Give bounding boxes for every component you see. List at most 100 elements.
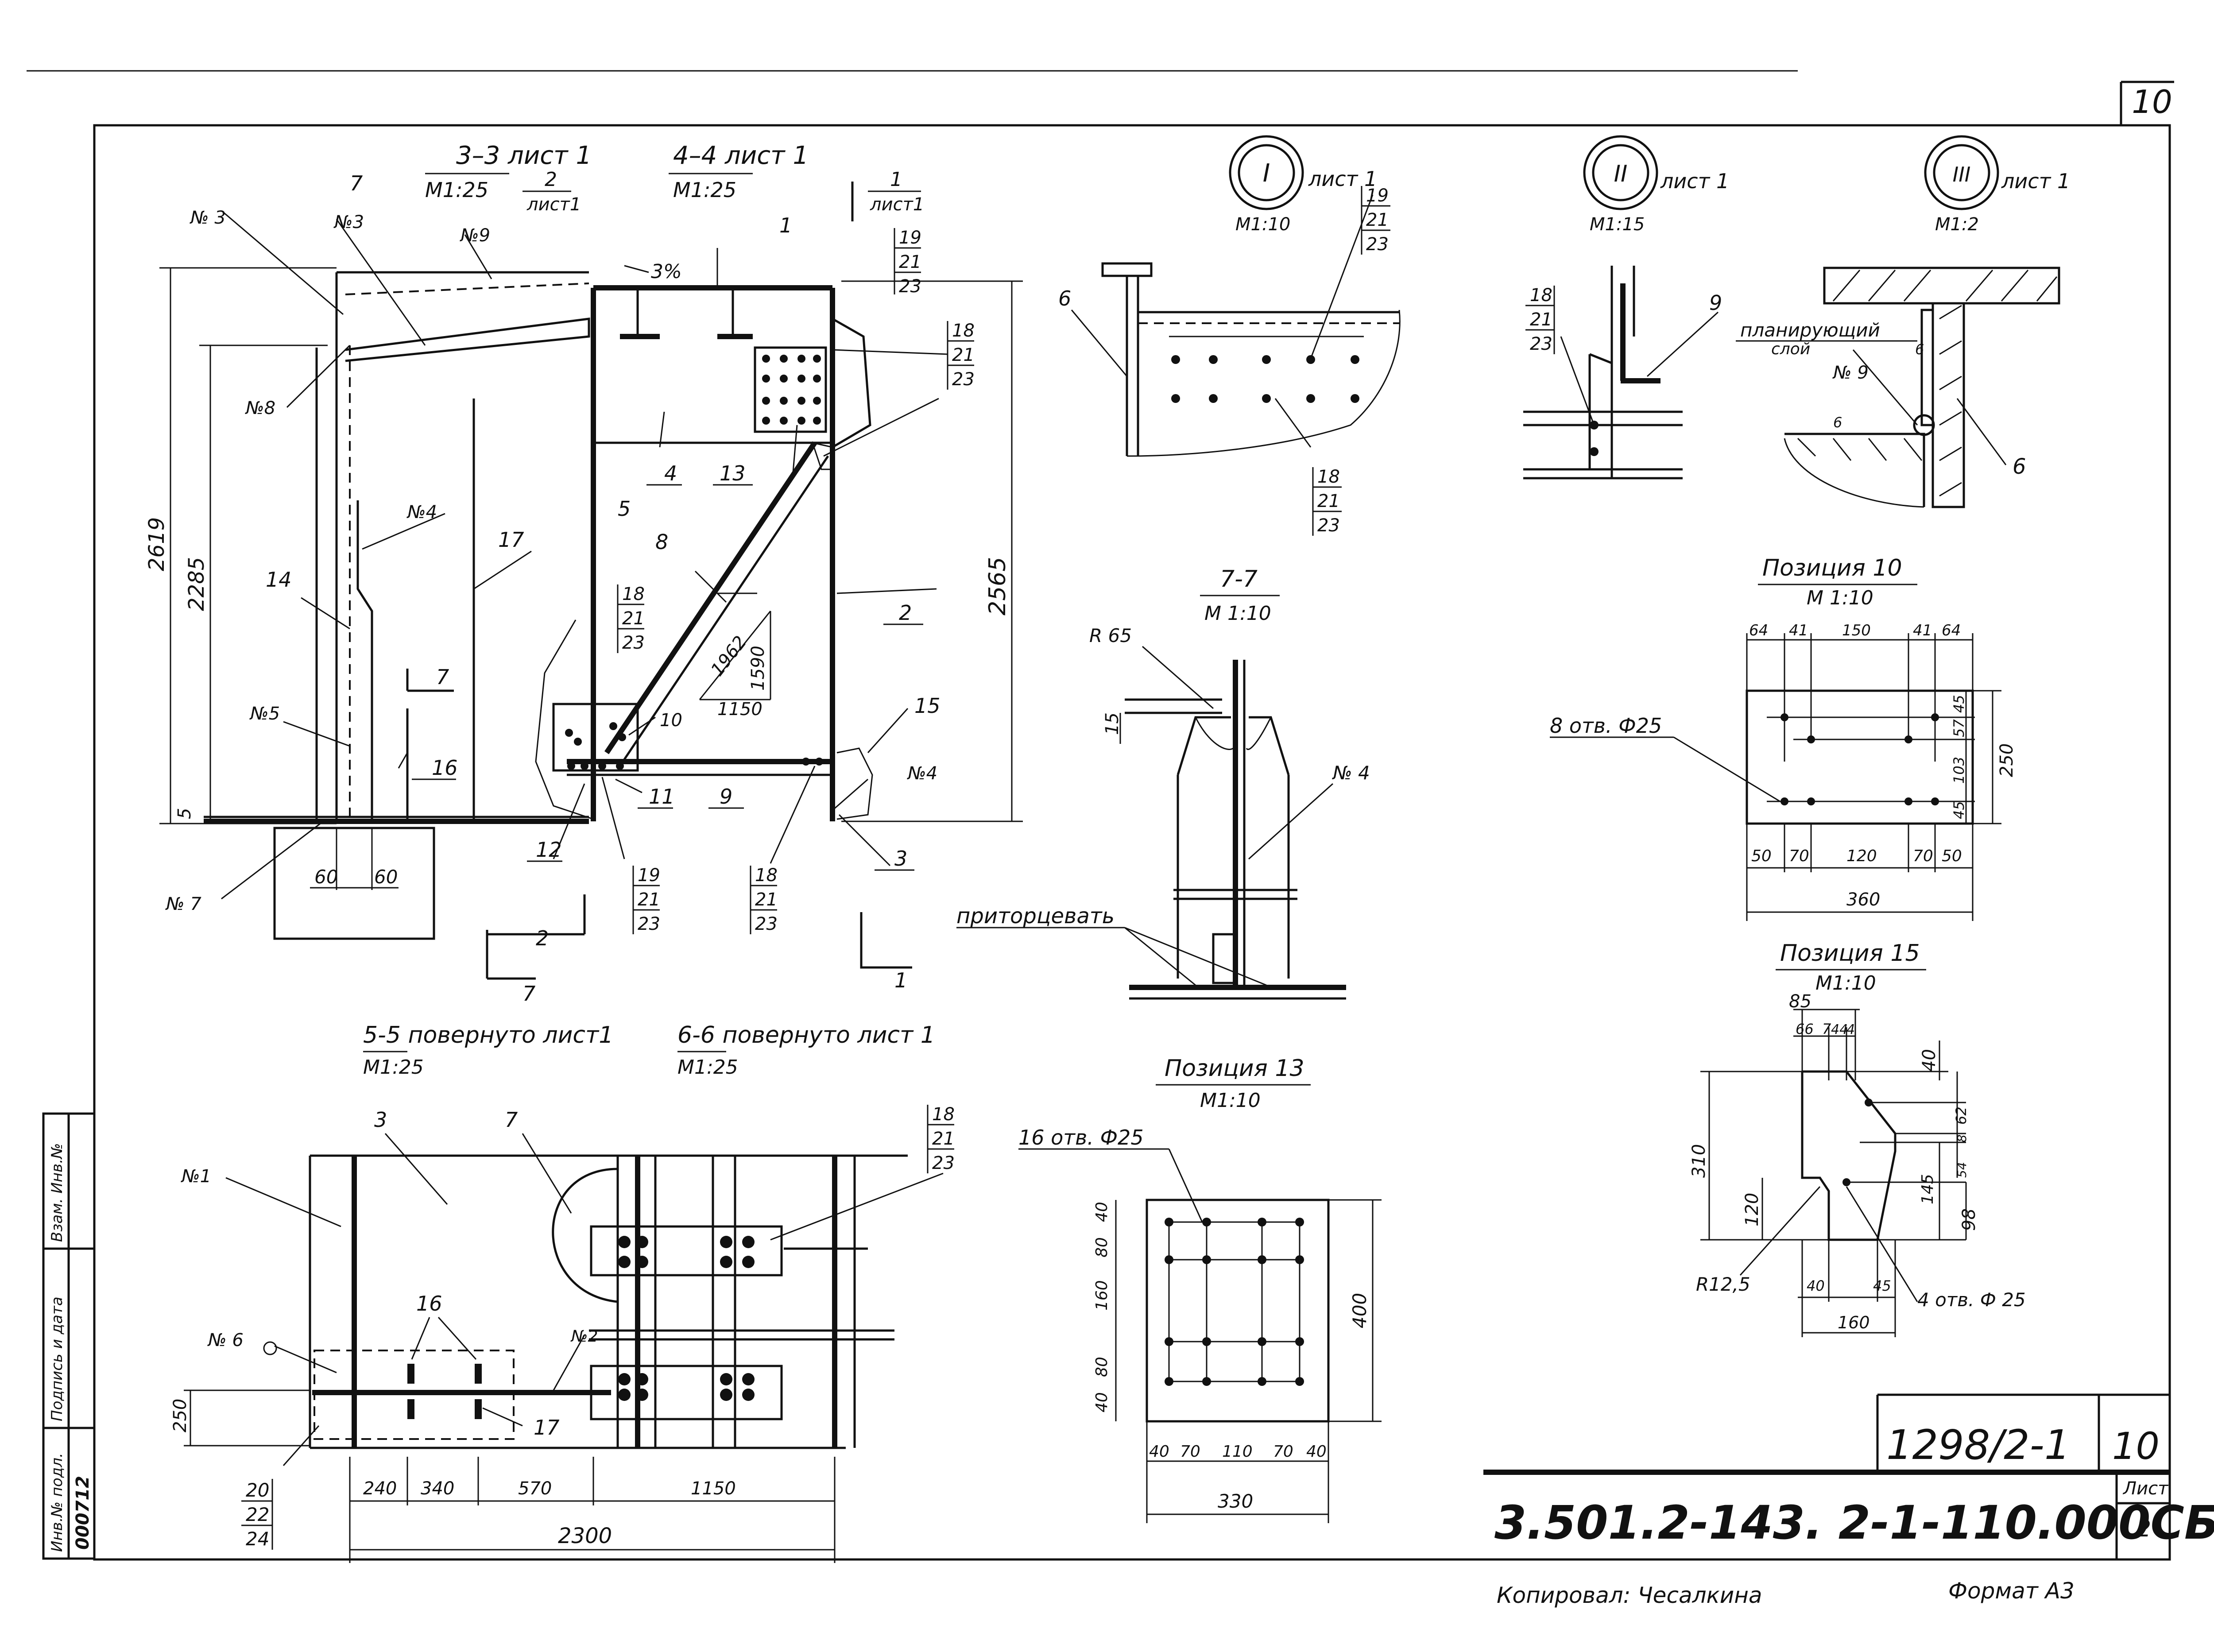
dim-570: 570 xyxy=(518,1478,552,1499)
svg-text:50: 50 xyxy=(1942,847,1962,865)
pos10-holes: 8 отв. Ф25 xyxy=(1550,714,1662,738)
section-7-7: 7-7 M 1:10 15 R 65 № 4 приторцевать xyxy=(956,566,1370,1000)
pos-2: 2 xyxy=(899,601,912,625)
dim-15: 15 xyxy=(1102,712,1122,735)
node-III: III лист 1 M1:2 планирующий слой № 9 6 6… xyxy=(1736,135,2070,508)
tri-1590: 1590 xyxy=(748,646,768,691)
pos-9: 9 xyxy=(720,785,732,809)
tri-1962: 1962 xyxy=(707,632,751,681)
svg-text:150: 150 xyxy=(1842,622,1871,639)
mark2-ref: лист1 xyxy=(526,194,581,215)
corner-sheet-text: 10 xyxy=(2132,83,2172,120)
nodeIII-title: лист 1 xyxy=(2001,169,2070,193)
dim-240: 240 xyxy=(363,1478,397,1499)
pos15-98: 98 xyxy=(1959,1208,1979,1231)
svg-text:24: 24 xyxy=(246,1528,269,1550)
cut-1: 1 xyxy=(894,968,907,992)
n3-pos6b: 6 xyxy=(1915,341,1924,358)
svg-text:23: 23 xyxy=(638,914,660,934)
weld-n4a: №4 xyxy=(406,502,437,522)
pos15-title: Позиция 15 xyxy=(1780,940,1920,967)
pos15-160: 160 xyxy=(1838,1313,1870,1332)
svg-text:70: 70 xyxy=(1913,847,1933,865)
svg-text:23: 23 xyxy=(1366,234,1389,255)
title-sheet-label: Лист xyxy=(2122,1478,2169,1499)
dim-250-plan: 250 xyxy=(170,1399,190,1432)
cut-2: 2 xyxy=(536,926,549,950)
svg-text:23: 23 xyxy=(1530,334,1552,354)
weld-n3a: № 3 xyxy=(190,208,226,228)
nodeI-scale: M1:10 xyxy=(1235,214,1290,235)
dim-60b: 60 xyxy=(374,866,398,888)
n1-pos6: 6 xyxy=(1058,286,1071,310)
svg-text:18: 18 xyxy=(952,321,975,341)
dim-340: 340 xyxy=(421,1478,454,1499)
stack-19-21-23-top: 19 21 23 xyxy=(894,228,921,297)
svg-text:21: 21 xyxy=(952,345,975,365)
section-5-5-6-6: 5-5 повернуто лист1 M1:25 6-6 повернуто … xyxy=(170,1022,955,1563)
svg-text:22: 22 xyxy=(246,1504,269,1525)
svg-text:160: 160 xyxy=(1093,1280,1111,1311)
svg-text:45: 45 xyxy=(1951,801,1967,819)
svg-text:18: 18 xyxy=(1530,285,1552,306)
svg-text:41: 41 xyxy=(1913,622,1932,639)
pos-7b: 7 xyxy=(505,1108,518,1132)
s44-scale: M1:25 xyxy=(673,178,736,202)
svg-text:20: 20 xyxy=(246,1479,269,1501)
pos15-40b: 40 xyxy=(1807,1277,1825,1294)
nodeIII-scale: M1:2 xyxy=(1935,214,1979,235)
weld-n3b: №3 xyxy=(333,212,364,232)
stamp-inv-value: 000712 xyxy=(73,1476,93,1550)
stack-18-21-23-right: 18 21 23 xyxy=(947,321,975,390)
svg-text:21: 21 xyxy=(1366,210,1389,230)
mark2-num: 2 xyxy=(545,168,557,191)
n3-pos6: 6 xyxy=(2013,454,2026,479)
position-15: Позиция 15 M1:10 85 66 7 44 4 40 62 8 54… xyxy=(1689,940,2026,1337)
tri-1150: 1150 xyxy=(717,699,763,720)
svg-text:80: 80 xyxy=(1093,1357,1111,1377)
pos10-total: 360 xyxy=(1846,890,1880,910)
pos13-h: 400 xyxy=(1349,1293,1370,1328)
node-I: I лист 1 M1:10 6 19 21 23 18 21 xyxy=(1058,135,1401,536)
pos15-54: 54 xyxy=(1955,1162,1969,1178)
svg-text:57: 57 xyxy=(1951,719,1967,737)
pos-3: 3 xyxy=(894,847,907,870)
nodeII-roman: II xyxy=(1614,161,1628,187)
svg-text:40: 40 xyxy=(1093,1392,1111,1412)
stack-n1-bottom: 18 21 23 xyxy=(1312,467,1342,536)
pos-11: 11 xyxy=(649,785,675,809)
mark1-num: 1 xyxy=(890,168,902,191)
s77-title: 7-7 xyxy=(1220,566,1258,592)
pos-15: 15 xyxy=(914,694,941,718)
svg-text:18: 18 xyxy=(932,1104,955,1125)
svg-text:110: 110 xyxy=(1222,1443,1253,1461)
pos15-r: R12,5 xyxy=(1696,1273,1750,1295)
pos-5: 5 xyxy=(618,497,631,521)
bolt-group-nodeI xyxy=(1171,355,1359,403)
svg-text:70: 70 xyxy=(1273,1443,1293,1461)
pos15-44: 44 xyxy=(1831,1022,1848,1037)
pos10-top-dims: 64 41 150 41 64 xyxy=(1749,622,1961,639)
svg-text:21: 21 xyxy=(755,890,778,910)
pos10-scale: M 1:10 xyxy=(1807,587,1873,609)
bolt-group-pos13 xyxy=(1165,1218,1304,1386)
pos-10: 10 xyxy=(660,710,682,731)
title-doc-code: 1298/2-1 xyxy=(1886,1421,2070,1469)
weld-n6: № 6 xyxy=(207,1330,244,1350)
svg-text:18: 18 xyxy=(1317,467,1340,487)
stack-n2: 18 21 23 xyxy=(1525,285,1555,354)
pos-17: 17 xyxy=(498,528,524,552)
svg-text:21: 21 xyxy=(1530,310,1552,330)
svg-text:64: 64 xyxy=(1749,622,1768,639)
weld-n4b: №4 xyxy=(907,763,937,784)
stamp-inv: Инв.№ подл. xyxy=(48,1453,66,1552)
svg-text:45: 45 xyxy=(1951,695,1967,713)
weld-n2: №2 xyxy=(570,1327,598,1346)
stack-20-22-24: 20 22 24 xyxy=(241,1479,273,1550)
s66-title: 6-6 повернуто лист 1 xyxy=(677,1022,935,1048)
footer-copied-by: Копировал: Чесалкина xyxy=(1497,1582,1762,1608)
nodeIII-roman: III xyxy=(1953,162,1971,186)
pos15-62: 62 xyxy=(1953,1106,1970,1125)
svg-text:21: 21 xyxy=(622,608,645,629)
